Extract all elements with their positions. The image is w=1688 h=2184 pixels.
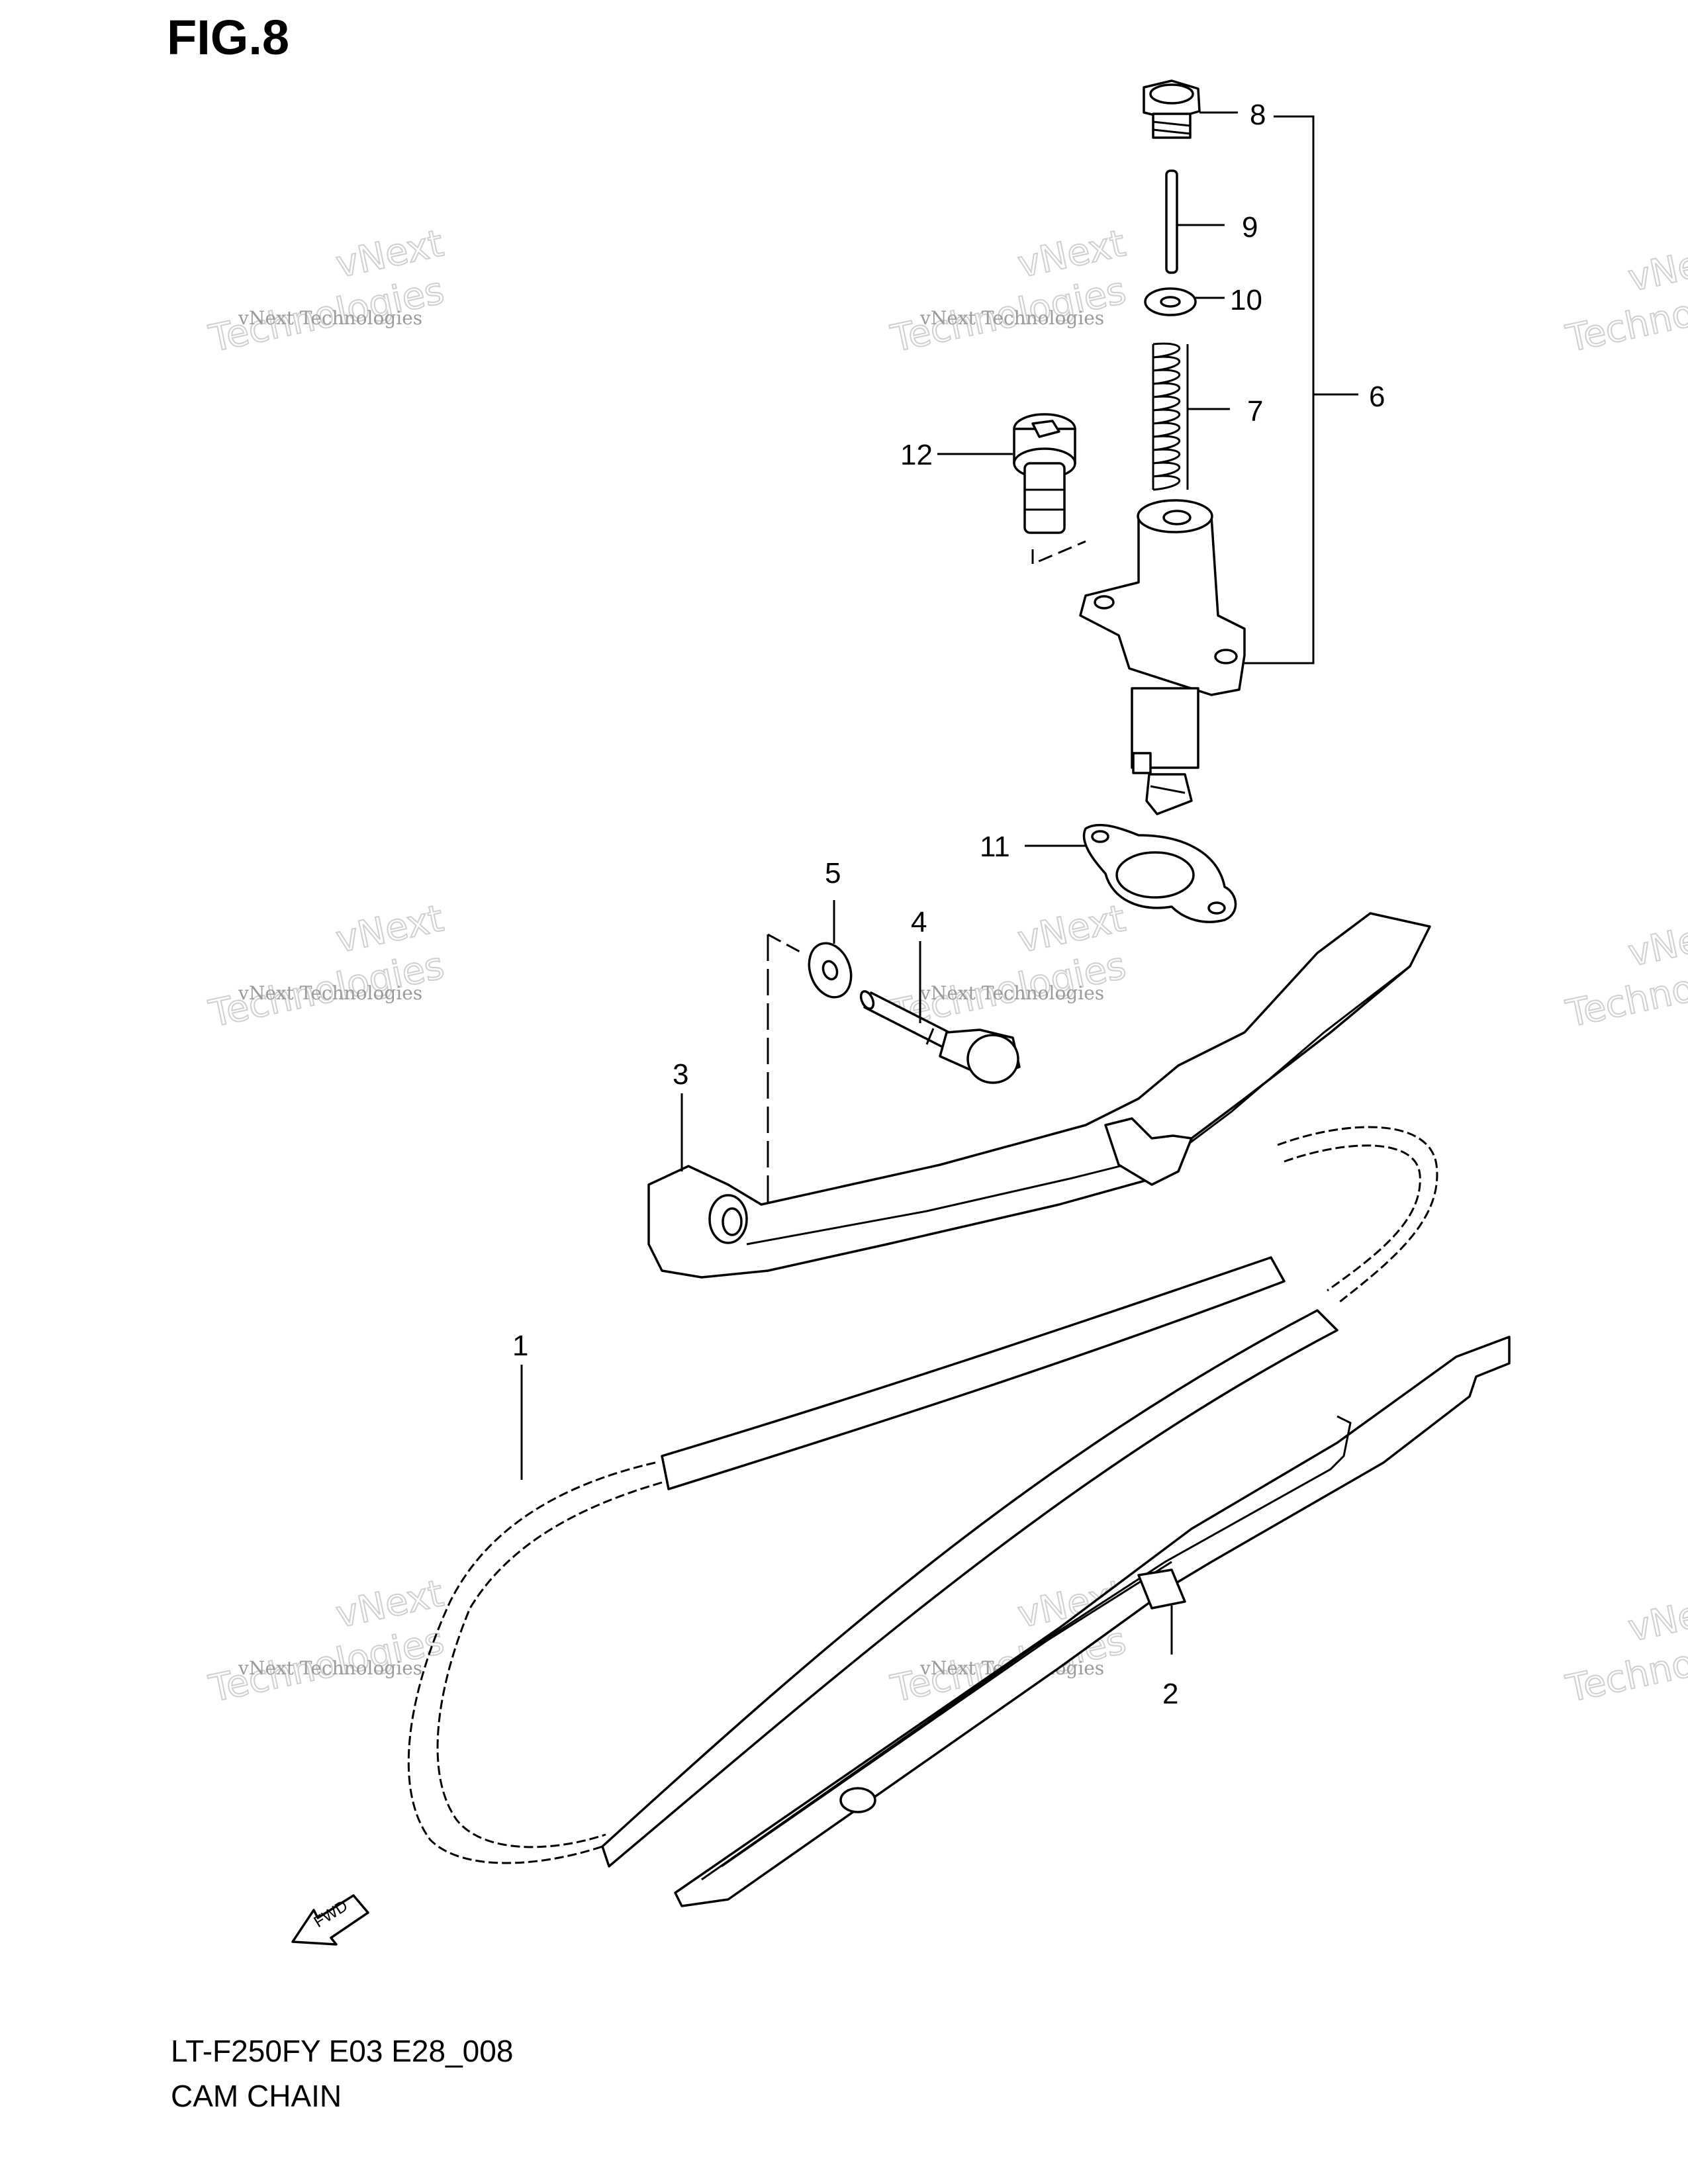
part-12-bolt[interactable] xyxy=(1013,413,1076,534)
callout-6: 6 xyxy=(1369,381,1385,413)
part-7-spring[interactable] xyxy=(1152,342,1189,491)
callout-2: 2 xyxy=(1162,1678,1178,1710)
watermark-9: vNext Technologies xyxy=(1562,1585,1688,1711)
part-5-washer[interactable] xyxy=(802,937,858,1003)
figure-title: FIG.8 xyxy=(167,10,290,65)
watermark-1: vNext Technologies vNext Technologies xyxy=(205,221,448,361)
svg-text:vNext Technologies: vNext Technologies xyxy=(238,307,422,329)
svg-text:vNext: vNext xyxy=(1624,236,1688,300)
callout-5: 5 xyxy=(825,857,841,889)
guide-mount-line xyxy=(767,933,803,954)
callout-3: 3 xyxy=(673,1058,688,1091)
callout-9: 9 xyxy=(1242,211,1258,244)
watermark-7: vNext Technologies vNext Technologies xyxy=(205,1571,448,1711)
svg-text:vNext: vNext xyxy=(1624,1586,1688,1651)
fwd-direction-arrow: FWD xyxy=(291,1894,369,1946)
callout-7: 7 xyxy=(1247,395,1263,428)
leader-lines xyxy=(520,111,1358,1655)
svg-text:vNext Technologies: vNext Technologies xyxy=(919,307,1104,329)
part-11-gasket[interactable] xyxy=(1082,823,1237,923)
watermark-group: vNext Technologies vNext Technologies vN… xyxy=(205,221,1688,1711)
part-2-lower-chain-guide[interactable] xyxy=(674,1336,1511,1907)
callout-12: 12 xyxy=(900,439,933,471)
callout-4: 4 xyxy=(911,906,927,938)
svg-text:vNext Technologies: vNext Technologies xyxy=(238,1657,422,1679)
svg-text:vNext Technologies: vNext Technologies xyxy=(919,982,1104,1004)
callout-8: 8 xyxy=(1250,99,1266,131)
part-4-guide-bolt[interactable] xyxy=(859,989,1021,1084)
diagram-name: CAM CHAIN xyxy=(171,2079,342,2113)
diagram-code: LT-F250FY E03 E28_008 xyxy=(171,2034,514,2068)
part-9-rod[interactable] xyxy=(1165,169,1178,274)
part-6-tensioner-assembly[interactable] xyxy=(1079,499,1246,815)
callout-10: 10 xyxy=(1230,284,1262,316)
part-3-chain-guide[interactable] xyxy=(647,912,1431,1279)
tensioner-mount-line xyxy=(1031,540,1086,566)
part-8-bolt[interactable] xyxy=(1143,79,1201,139)
svg-text:vNext Technologies: vNext Technologies xyxy=(238,982,422,1004)
callout-11: 11 xyxy=(980,831,1010,863)
watermark-6: vNext Technologies xyxy=(1562,910,1688,1036)
callout-labels: 8 9 10 7 6 12 11 5 4 3 1 2 xyxy=(512,99,1385,1710)
part-10-washer[interactable] xyxy=(1144,287,1197,316)
watermark-4: vNext Technologies vNext Technologies xyxy=(205,896,448,1036)
callout-1: 1 xyxy=(512,1330,528,1362)
svg-text:vNext: vNext xyxy=(1624,911,1688,976)
watermark-2: vNext Technologies vNext Technologies xyxy=(886,221,1130,361)
part-1-cam-chain[interactable] xyxy=(407,1126,1438,1868)
watermark-3: vNext Technologies xyxy=(1562,235,1688,361)
